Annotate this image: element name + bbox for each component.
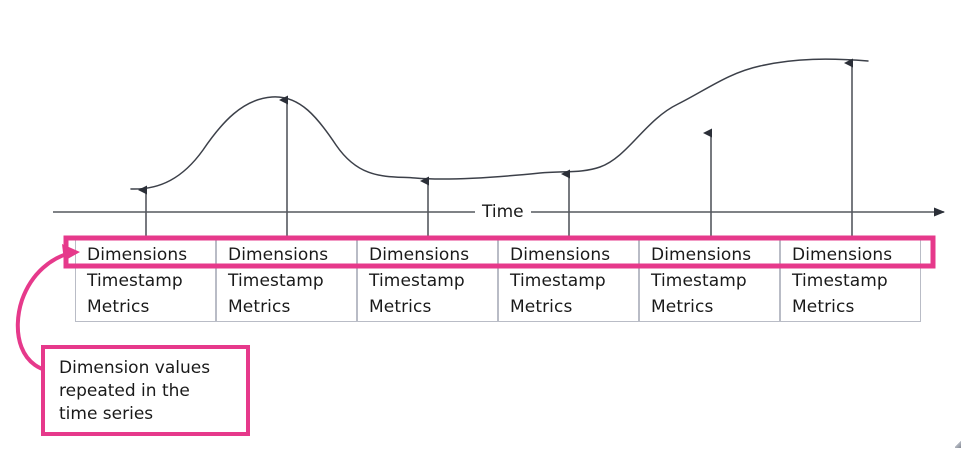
callout-pointer-arrowhead (62, 244, 80, 261)
record-metrics-label: Metrics (87, 297, 150, 317)
record-metrics-label: Metrics (228, 297, 291, 317)
record-metrics-label: Metrics (651, 297, 714, 317)
dimensions-row-highlight (63, 235, 936, 269)
record-timestamp-label: Timestamp (651, 271, 747, 291)
sample-arrows (138, 58, 853, 238)
record-dimensions-label: Dimensions (792, 245, 893, 265)
record-box: Dimensions Timestamp Metrics (639, 236, 780, 322)
record-box: Dimensions Timestamp Metrics (216, 236, 357, 322)
corner-artifact (955, 441, 961, 448)
record-timestamp-label: Timestamp (228, 271, 324, 291)
callout-pointer-arrow (15, 251, 72, 374)
record-box: Dimensions Timestamp Metrics (357, 236, 498, 322)
record-dimensions-label: Dimensions (510, 245, 611, 265)
signal-curve (130, 58, 869, 190)
record-metrics-label: Metrics (369, 297, 432, 317)
record-metrics-label: Metrics (792, 297, 855, 317)
record-timestamp-label: Timestamp (792, 271, 888, 291)
callout-box: Dimension values repeated in the time se… (41, 345, 250, 436)
record-dimensions-label: Dimensions (369, 245, 470, 265)
record-timestamp-label: Timestamp (369, 271, 465, 291)
record-box: Dimensions Timestamp Metrics (780, 236, 921, 322)
record-timestamp-label: Timestamp (87, 271, 183, 291)
callout-text: Dimension values repeated in the time se… (59, 358, 211, 424)
record-dimensions-label: Dimensions (87, 245, 188, 265)
time-axis-label: Time (475, 204, 531, 221)
record-dimensions-label: Dimensions (651, 245, 752, 265)
record-metrics-label: Metrics (510, 297, 573, 317)
record-box: Dimensions Timestamp Metrics (498, 236, 639, 322)
record-dimensions-label: Dimensions (228, 245, 329, 265)
record-timestamp-label: Timestamp (510, 271, 606, 291)
